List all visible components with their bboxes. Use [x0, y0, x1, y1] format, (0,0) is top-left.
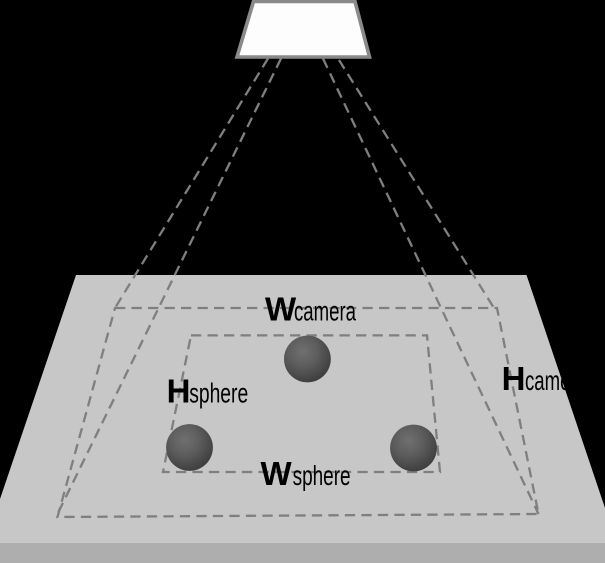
svg-text:sphere: sphere	[189, 378, 248, 409]
svg-text:camera: camera	[294, 296, 356, 327]
svg-text:camera: camera	[525, 365, 587, 396]
svg-text:W: W	[261, 455, 293, 492]
svg-text:sphere: sphere	[293, 460, 351, 491]
svg-text:H: H	[167, 373, 191, 410]
svg-text:H: H	[502, 360, 526, 397]
svg-text:W: W	[265, 291, 297, 328]
